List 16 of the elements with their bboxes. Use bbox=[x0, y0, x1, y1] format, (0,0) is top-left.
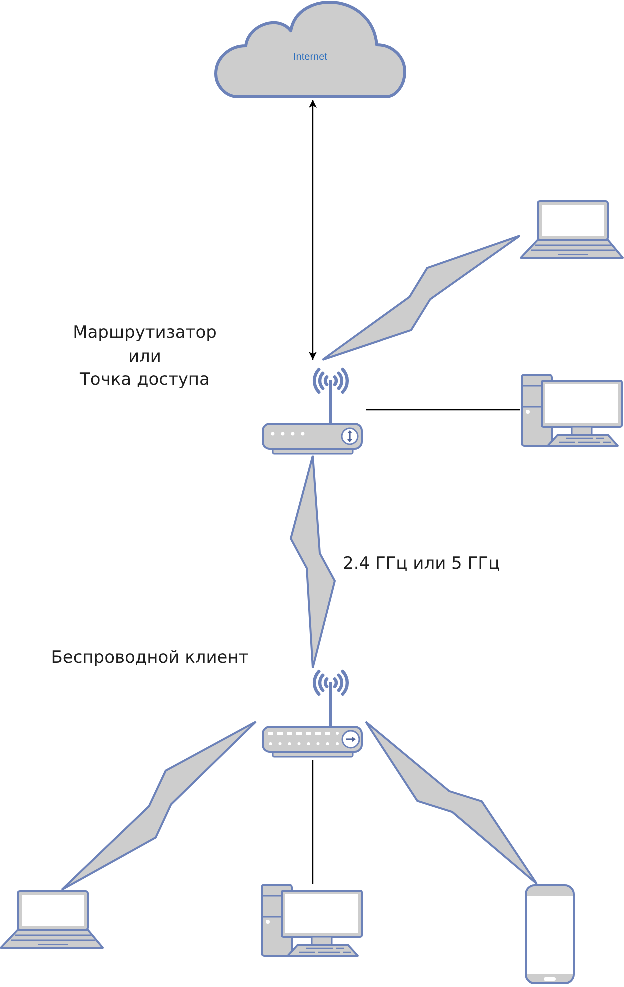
connector-line bbox=[366, 409, 520, 411]
desktop-computer-icon bbox=[260, 884, 364, 958]
laptop-icon bbox=[0, 890, 104, 950]
lightning-bolt bbox=[365, 721, 538, 885]
lightning-bolt bbox=[61, 721, 257, 891]
laptop-icon bbox=[520, 200, 624, 260]
smartphone-icon bbox=[524, 884, 576, 985]
lightning-bolt bbox=[322, 235, 521, 361]
lightning-bolt bbox=[290, 455, 336, 669]
network-label: Internet bbox=[294, 52, 328, 64]
cloud bbox=[213, 0, 408, 100]
device-label: Беспроводной клиент bbox=[51, 647, 249, 670]
desktop-computer-icon bbox=[520, 374, 624, 448]
connector-line bbox=[312, 760, 314, 884]
device-label: Маршрутизатор или Точка доступа bbox=[73, 322, 217, 392]
double-headed-arrow bbox=[309, 100, 317, 360]
